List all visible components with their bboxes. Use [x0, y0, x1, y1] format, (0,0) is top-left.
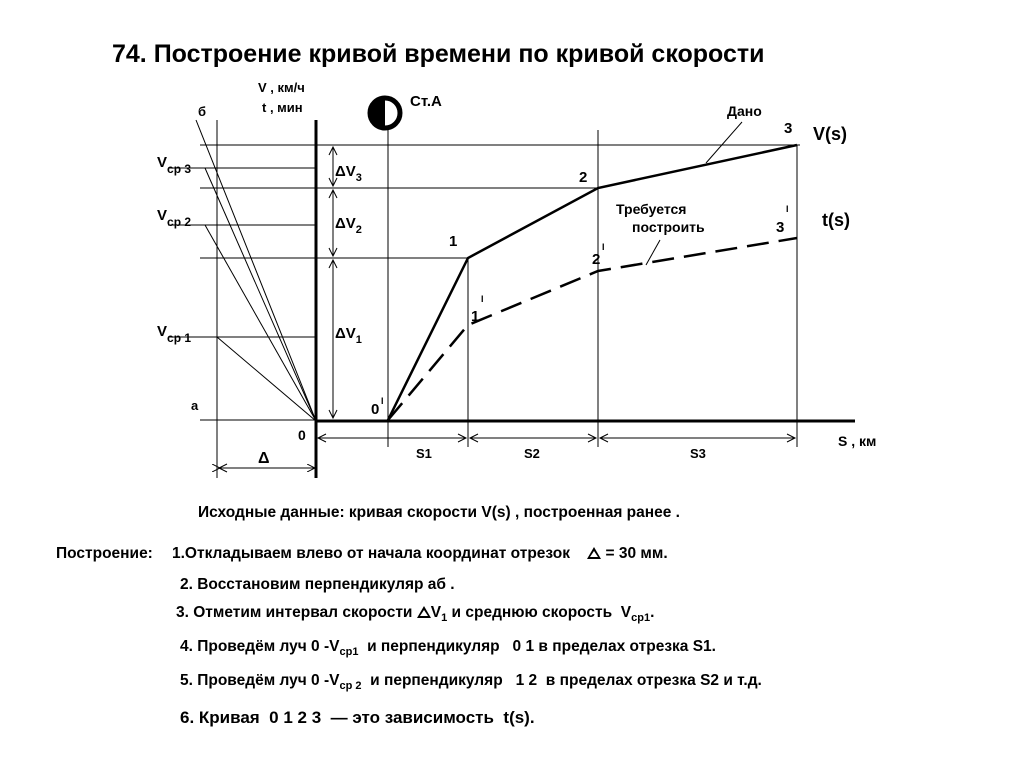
step-3-v-sub: ср1: [631, 612, 651, 624]
point-1-prime-mark: I: [481, 294, 484, 304]
step-6-text-2: — это зависимость: [330, 708, 494, 727]
vcp2-label: Vср 2: [157, 207, 191, 229]
step-4-text-3: в пределах отрезка S1.: [538, 638, 716, 655]
step-1-value: = 30 мм.: [605, 545, 668, 562]
point-3-prime-mark: I: [786, 204, 789, 214]
steps-heading: Построение:: [56, 545, 153, 562]
point-0-prime-mark: I: [381, 396, 384, 406]
step-4-v: V: [329, 638, 340, 655]
source-data-text: Исходные данные: кривая скорости V(s) , …: [198, 504, 680, 521]
step-2: 2. Восстановим перпендикуляр аб .: [180, 576, 455, 593]
point-2-label: 2: [579, 169, 587, 186]
required-leader: [645, 239, 661, 266]
step-4-text: 4. Проведём луч 0 -: [180, 638, 330, 655]
point-2-prime-label: 2: [592, 251, 600, 268]
y-axis-label-t: t , мин: [262, 100, 303, 115]
step-4: 4. Проведём луч 0 -Vср1 и перпендикуляр …: [180, 638, 716, 658]
time-curve-diagram: V , км/ч t , мин S , км Ст.А Дано Требуе…: [157, 80, 876, 478]
step-3: 3. Отметим интервал скорости V1 и средню…: [176, 604, 654, 624]
step-5-v-sub: ср 2: [339, 680, 362, 692]
point-1-prime-label: 1: [471, 308, 479, 325]
delta-v3-label: ΔV3: [335, 163, 362, 184]
step-1: 1.Откладываем влево от начала координат …: [172, 545, 668, 563]
segment-dimensions: [316, 433, 797, 443]
label-a: а: [191, 398, 199, 413]
delta-label: Δ: [258, 450, 270, 467]
required-label-1: Требуется: [616, 201, 686, 217]
point-0-label: 0: [298, 427, 306, 443]
segment-s2-label: S2: [524, 446, 540, 461]
required-label-2: построить: [632, 219, 705, 235]
delta-v2-label: ΔV2: [335, 215, 362, 236]
step-5-points: 1 2: [515, 672, 538, 689]
delta-v1-label: ΔV1: [335, 325, 362, 346]
step-3-delta-v-sub: 1: [441, 612, 448, 624]
time-curve: [387, 236, 798, 421]
step-4-points: 0 1: [512, 638, 535, 655]
step-3-delta-v: V: [430, 604, 442, 621]
vcp3-label: Vср 3: [157, 154, 191, 176]
step-3-v: V: [620, 604, 632, 621]
segment-s1-label: S1: [416, 446, 432, 461]
delta-triangle-icon: [587, 547, 602, 559]
given-leader: [705, 121, 743, 164]
point-2-prime-mark: I: [602, 242, 605, 252]
step-5-v: V: [329, 672, 340, 689]
horizontal-guide-lines: [168, 144, 800, 421]
step-3-text: 3. Отметим интервал скорости: [176, 604, 413, 621]
step-4-text-2: и перпендикуляр: [367, 638, 500, 655]
average-speed-rays: [195, 119, 317, 422]
speed-curve: [386, 143, 798, 421]
point-0-prime-label: 0: [371, 401, 379, 418]
step-1-text: 1.Откладываем влево от начала координат …: [172, 545, 570, 562]
step-3-end: .: [650, 604, 655, 621]
label-b: б: [198, 104, 206, 119]
time-curve-label: t(s): [822, 210, 850, 230]
vcp1-label: Vср 1: [157, 323, 191, 345]
step-6-text: 6. Кривая: [180, 708, 260, 727]
step-4-v-sub: ср1: [339, 646, 359, 658]
step-5-text: 5. Проведём луч 0 -: [180, 672, 330, 689]
step-5-text-3: в пределах отрезка S2 и т.д.: [545, 672, 762, 689]
vertical-guide-lines: [216, 120, 798, 478]
given-label: Дано: [727, 103, 762, 119]
step-6-text-3: t(s).: [503, 708, 535, 727]
step-5: 5. Проведём луч 0 -Vср 2 и перпендикуляр…: [180, 672, 762, 692]
station-icon: [367, 95, 403, 131]
point-3-prime-label: 3: [776, 219, 784, 236]
step-5-text-2: и перпендикуляр: [370, 672, 503, 689]
speed-curve-label: V(s): [813, 124, 847, 144]
delta-dimension-arrowhead: [217, 463, 228, 473]
step-6-points: 0 1 2 3: [269, 708, 322, 727]
segment-s3-label: S3: [690, 446, 706, 461]
point-1-label: 1: [449, 233, 457, 250]
delta-v-dimensions: [328, 145, 338, 420]
y-axis-label-v: V , км/ч: [258, 80, 305, 95]
step-3-text-2: и среднюю скорость: [451, 604, 613, 621]
x-axis-label: S , км: [838, 433, 876, 449]
delta-triangle-icon: [416, 606, 431, 618]
point-3-label: 3: [784, 120, 792, 137]
page-title: 74. Построение кривой времени по кривой …: [112, 40, 765, 68]
step-6: 6. Кривая 0 1 2 3 — это зависимость t(s)…: [180, 708, 535, 728]
station-label: Ст.А: [410, 93, 442, 110]
